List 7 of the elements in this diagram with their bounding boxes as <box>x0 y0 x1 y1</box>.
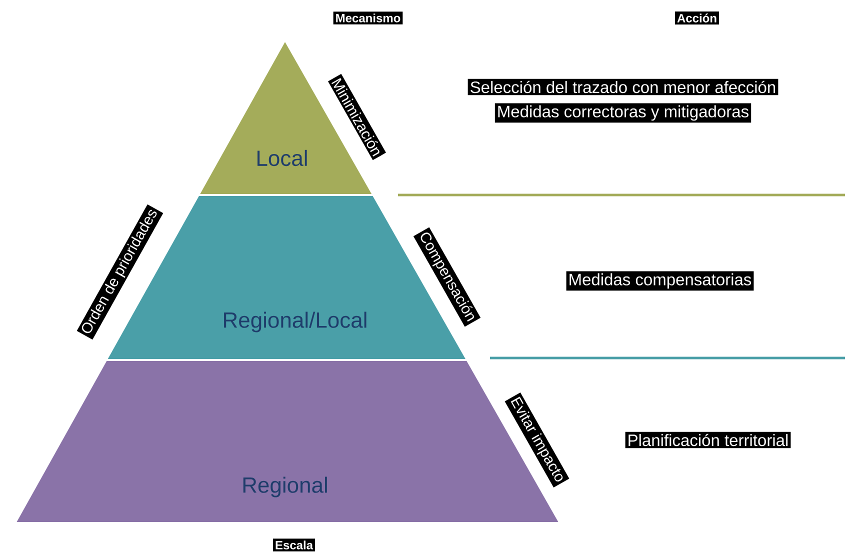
column-heading: Mecanismo <box>333 12 403 24</box>
action-text: Medidas correctoras y mitigadoras <box>494 103 752 123</box>
action-text: Selección del trazado con menor afección <box>468 78 778 96</box>
column-heading: Escala <box>273 538 316 552</box>
action-text: Medidas compensatorias <box>566 271 754 291</box>
column-heading: Acción <box>675 12 720 24</box>
action-text: Planificación territorial <box>625 432 791 448</box>
